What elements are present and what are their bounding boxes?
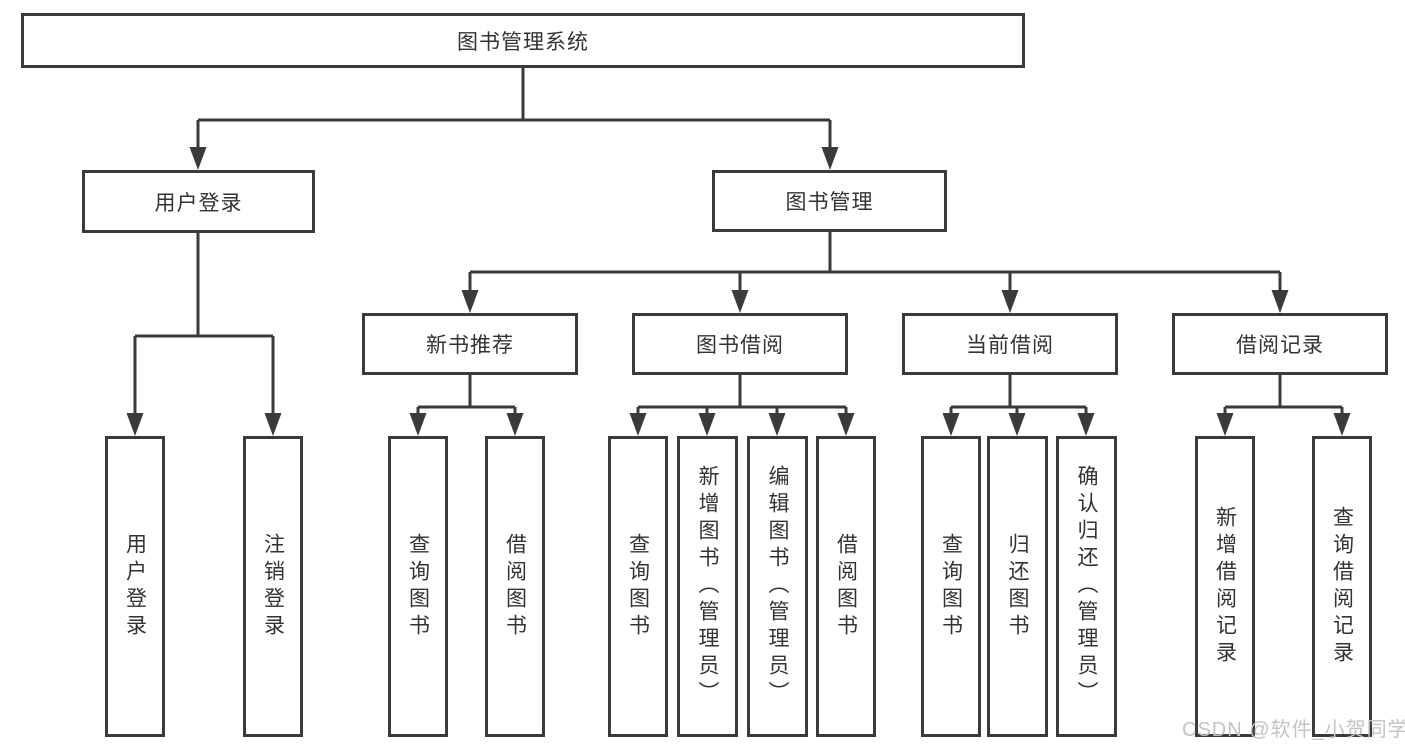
arrowhead-icon [1077,413,1095,436]
node-label: 编辑图书（管理员） [766,465,789,708]
node-label: 用户登录 [123,532,147,641]
arrowhead-icon [837,413,855,436]
arrowhead-icon [506,413,524,436]
arrowhead-icon [942,413,960,436]
node-book-management-system: 图书管理系统 [21,13,1025,68]
node-book-management: 图书管理 [712,170,947,232]
node-label: 注销登录 [261,532,285,641]
arrowhead-icon [1216,413,1234,436]
arrowhead-icon [1333,413,1351,436]
node-label: 当前借阅 [966,334,1054,357]
watermark: CSDN @软件_小贺同学 [1182,719,1405,741]
leaf-current-return-books: 归还图书 [987,436,1048,737]
leaf-records-add-record: 新增借阅记录 [1195,436,1255,737]
leaf-records-query-record: 查询借阅记录 [1312,436,1372,737]
arrowhead-icon [629,413,647,436]
arrowhead-icon [1008,413,1026,436]
node-label: 图书借阅 [696,334,784,357]
leaf-recommend-query-books: 查询图书 [388,436,448,737]
node-label: 图书管理系统 [457,30,589,54]
node-user-login: 用户登录 [82,170,315,233]
connector-path [133,68,1344,416]
node-label: 查询图书 [406,532,430,641]
node-label: 新增图书（管理员） [696,465,719,708]
leaf-current-confirm-return-admin: 确认归还（管理员） [1056,436,1117,737]
node-label: 新增借阅记录 [1213,505,1237,668]
arrowhead-icon [731,290,749,313]
node-label: 查询图书 [626,532,650,641]
node-label: 新书推荐 [426,334,514,357]
leaf-borrow-edit-books-admin: 编辑图书（管理员） [747,436,808,737]
arrowhead-icon [461,290,479,313]
arrowhead-icon [264,413,282,436]
node-label: 借阅图书 [834,532,858,641]
arrowhead-icon [189,147,207,170]
node-label: 用户登录 [154,191,243,215]
leaf-borrow-add-books-admin: 新增图书（管理员） [677,436,738,737]
leaf-logout: 注销登录 [243,436,303,737]
arrowheads [126,147,1351,436]
leaf-current-query-books: 查询图书 [921,436,981,737]
leaf-recommend-borrow-books: 借阅图书 [485,436,545,737]
arrowhead-icon [126,413,144,436]
arrowhead-icon [1271,290,1289,313]
node-label: 图书管理 [785,191,874,214]
leaf-user-login: 用户登录 [105,436,165,737]
arrowhead-icon [409,413,427,436]
node-label: 确认归还（管理员） [1075,465,1098,708]
node-book-borrow: 图书借阅 [632,313,848,375]
arrowhead-icon [768,413,786,436]
arrowhead-icon [698,413,716,436]
node-label: 借阅记录 [1236,334,1324,357]
arrowhead-icon [821,147,839,170]
node-label: 查询图书 [939,532,963,641]
node-current-borrow: 当前借阅 [902,313,1118,375]
arrowhead-icon [1001,290,1019,313]
node-borrow-records: 借阅记录 [1172,313,1388,375]
node-label: 借阅图书 [503,532,527,641]
node-new-book-recommend: 新书推荐 [362,313,578,375]
node-label: 归还图书 [1006,532,1029,641]
node-label: 查询借阅记录 [1330,505,1354,668]
leaf-borrow-borrow-books: 借阅图书 [816,436,876,737]
leaf-borrow-query-books: 查询图书 [608,436,668,737]
